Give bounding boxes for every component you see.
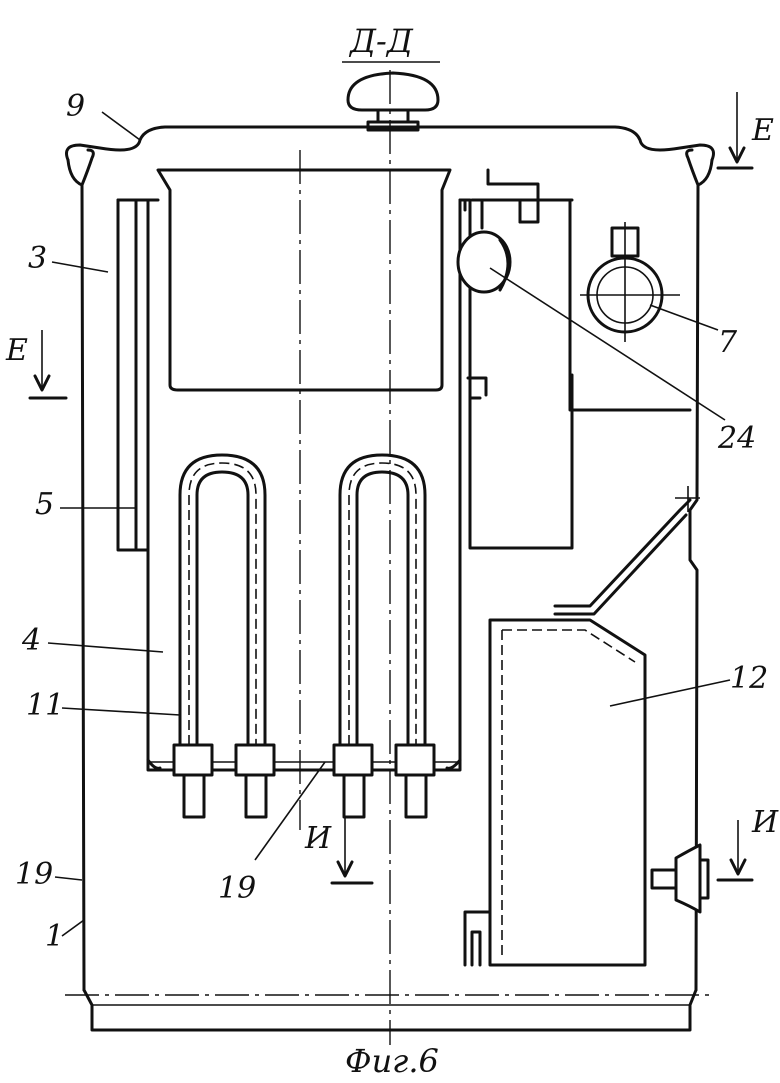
heating-element-right: [338, 453, 427, 747]
callout-9: 9: [66, 89, 85, 124]
lid-knob: [346, 71, 440, 132]
callout-19-left: 19: [15, 857, 53, 892]
vessel: [146, 168, 462, 772]
callout-19-center: 19: [218, 871, 256, 906]
section-mark-E-left: Е: [5, 330, 68, 400]
svg-text:Е: Е: [5, 333, 28, 368]
pipe-7: [580, 222, 680, 342]
svg-text:И: И: [304, 821, 332, 856]
callout-12: 12: [730, 661, 768, 696]
svg-text:И: И: [751, 805, 779, 840]
callout-24: 24: [717, 421, 756, 456]
callout-7: 7: [718, 325, 738, 360]
section-title: Д-Д: [348, 22, 414, 60]
leader-lines: [47, 111, 731, 937]
thermostat-24: [456, 168, 540, 294]
element-nuts: [172, 743, 436, 819]
section-mark-E-right: Е: [716, 92, 774, 170]
svg-text:Е: Е: [751, 113, 774, 148]
callout-3: 3: [28, 241, 47, 276]
section-mark-I-center: И: [304, 818, 374, 885]
heating-element-left: [178, 453, 267, 747]
inner-tank: [116, 198, 692, 552]
callout-4: 4: [21, 623, 41, 658]
corner-mark: [466, 376, 488, 397]
figure-caption: Фиг.6: [345, 1042, 439, 1080]
callout-11: 11: [26, 688, 64, 723]
callout-5: 5: [35, 487, 54, 522]
section-mark-I-right: И: [716, 805, 779, 882]
control-box-12: [463, 486, 710, 967]
callout-1: 1: [45, 919, 64, 954]
